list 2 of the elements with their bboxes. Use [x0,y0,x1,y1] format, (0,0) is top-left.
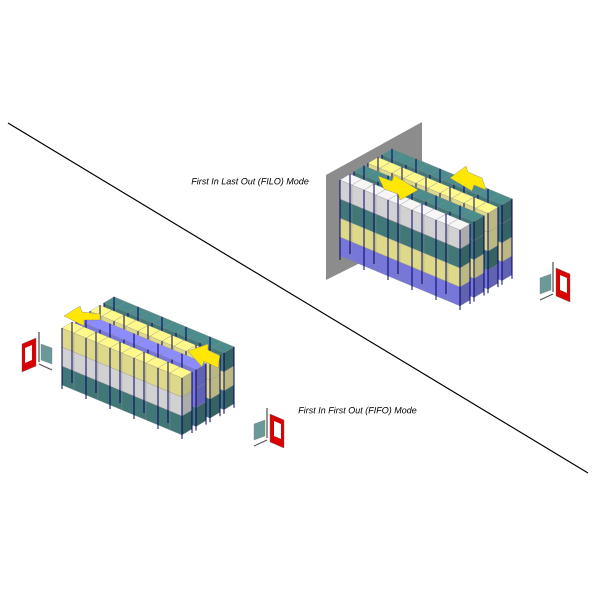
mode-label: First In First Out (FIFO) Mode [298,406,416,416]
mode-label: First In Last Out (FILO) Mode [192,178,308,186]
